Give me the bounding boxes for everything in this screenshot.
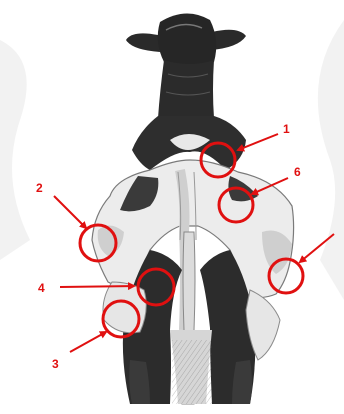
- cow-head: [158, 13, 217, 66]
- cow-neck: [158, 60, 214, 118]
- cow-pin-bone-left: [103, 282, 146, 333]
- callout-label-4: 4: [38, 281, 45, 295]
- callout-arrow-4: [60, 286, 134, 287]
- callout-label-3: 3: [52, 357, 59, 371]
- callout-label-2: 2: [36, 181, 43, 195]
- callout-label-1: 1: [283, 122, 290, 136]
- callout-label-6: 6: [294, 165, 301, 179]
